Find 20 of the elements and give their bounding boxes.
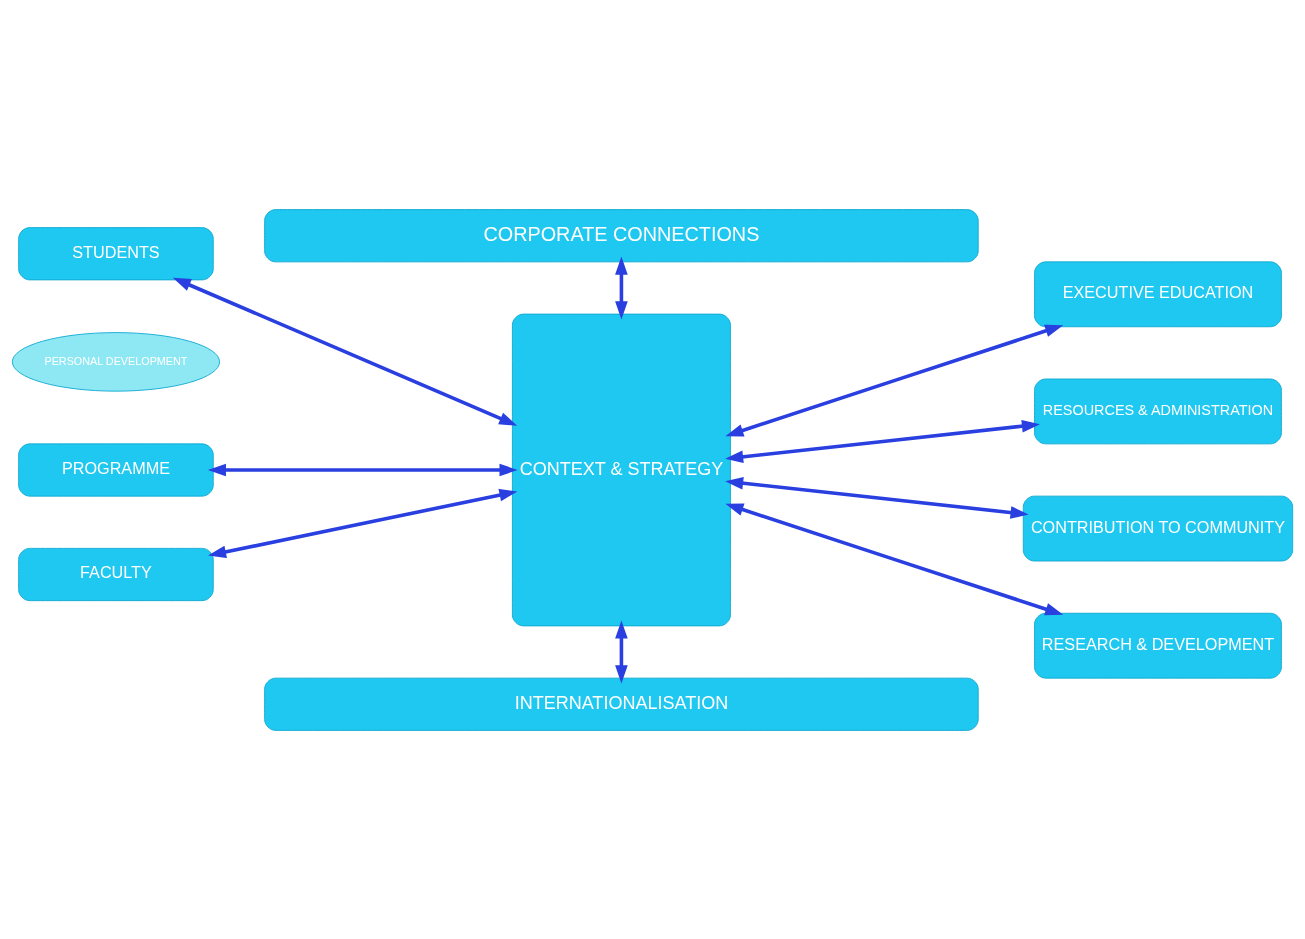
node-box: RESEARCH & DEVELOPMENT bbox=[1034, 612, 1282, 679]
arrow bbox=[725, 324, 1064, 436]
arrow bbox=[725, 419, 1040, 463]
node-box: CONTEXT & STRATEGY bbox=[511, 313, 731, 626]
node-ellipse: PERSONAL DEVELOPMENT bbox=[11, 331, 220, 392]
node-box: CORPORATE CONNECTIONS bbox=[264, 208, 979, 262]
arrow bbox=[207, 463, 518, 476]
arrow bbox=[615, 620, 628, 683]
arrow bbox=[615, 256, 628, 319]
node-box: EXECUTIVE EDUCATION bbox=[1034, 260, 1282, 327]
arrow bbox=[725, 476, 1029, 519]
arrow bbox=[172, 277, 518, 426]
node-box: STUDENTS bbox=[18, 226, 214, 280]
node-box: RESOURCES & ADMINISTRATION bbox=[1034, 378, 1282, 444]
arrow bbox=[725, 503, 1064, 615]
node-box: CONTRIBUTION TO COMMUNITY bbox=[1022, 495, 1294, 561]
arrow bbox=[208, 488, 518, 558]
node-box: PROGRAMME bbox=[18, 442, 214, 497]
node-box: INTERNATIONALISATION bbox=[264, 677, 979, 731]
node-box: FACULTY bbox=[18, 547, 214, 601]
